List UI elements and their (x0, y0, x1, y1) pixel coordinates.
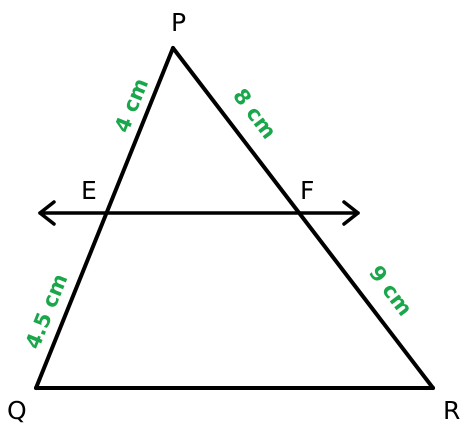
side-pr (171, 46, 435, 390)
measure-eq: 4.5 cm (21, 270, 73, 352)
measure-pf: 8 cm (228, 84, 281, 143)
measure-pe: 4 cm (110, 75, 153, 136)
label-r: R (443, 396, 460, 425)
label-p: P (171, 8, 186, 37)
label-q: Q (7, 396, 27, 425)
label-f: F (300, 176, 314, 205)
side-pq (34, 46, 175, 390)
measure-fr: 9 cm (364, 261, 417, 320)
label-e: E (81, 176, 97, 205)
arrowhead-right (342, 200, 360, 226)
arrowhead-left (38, 200, 56, 226)
